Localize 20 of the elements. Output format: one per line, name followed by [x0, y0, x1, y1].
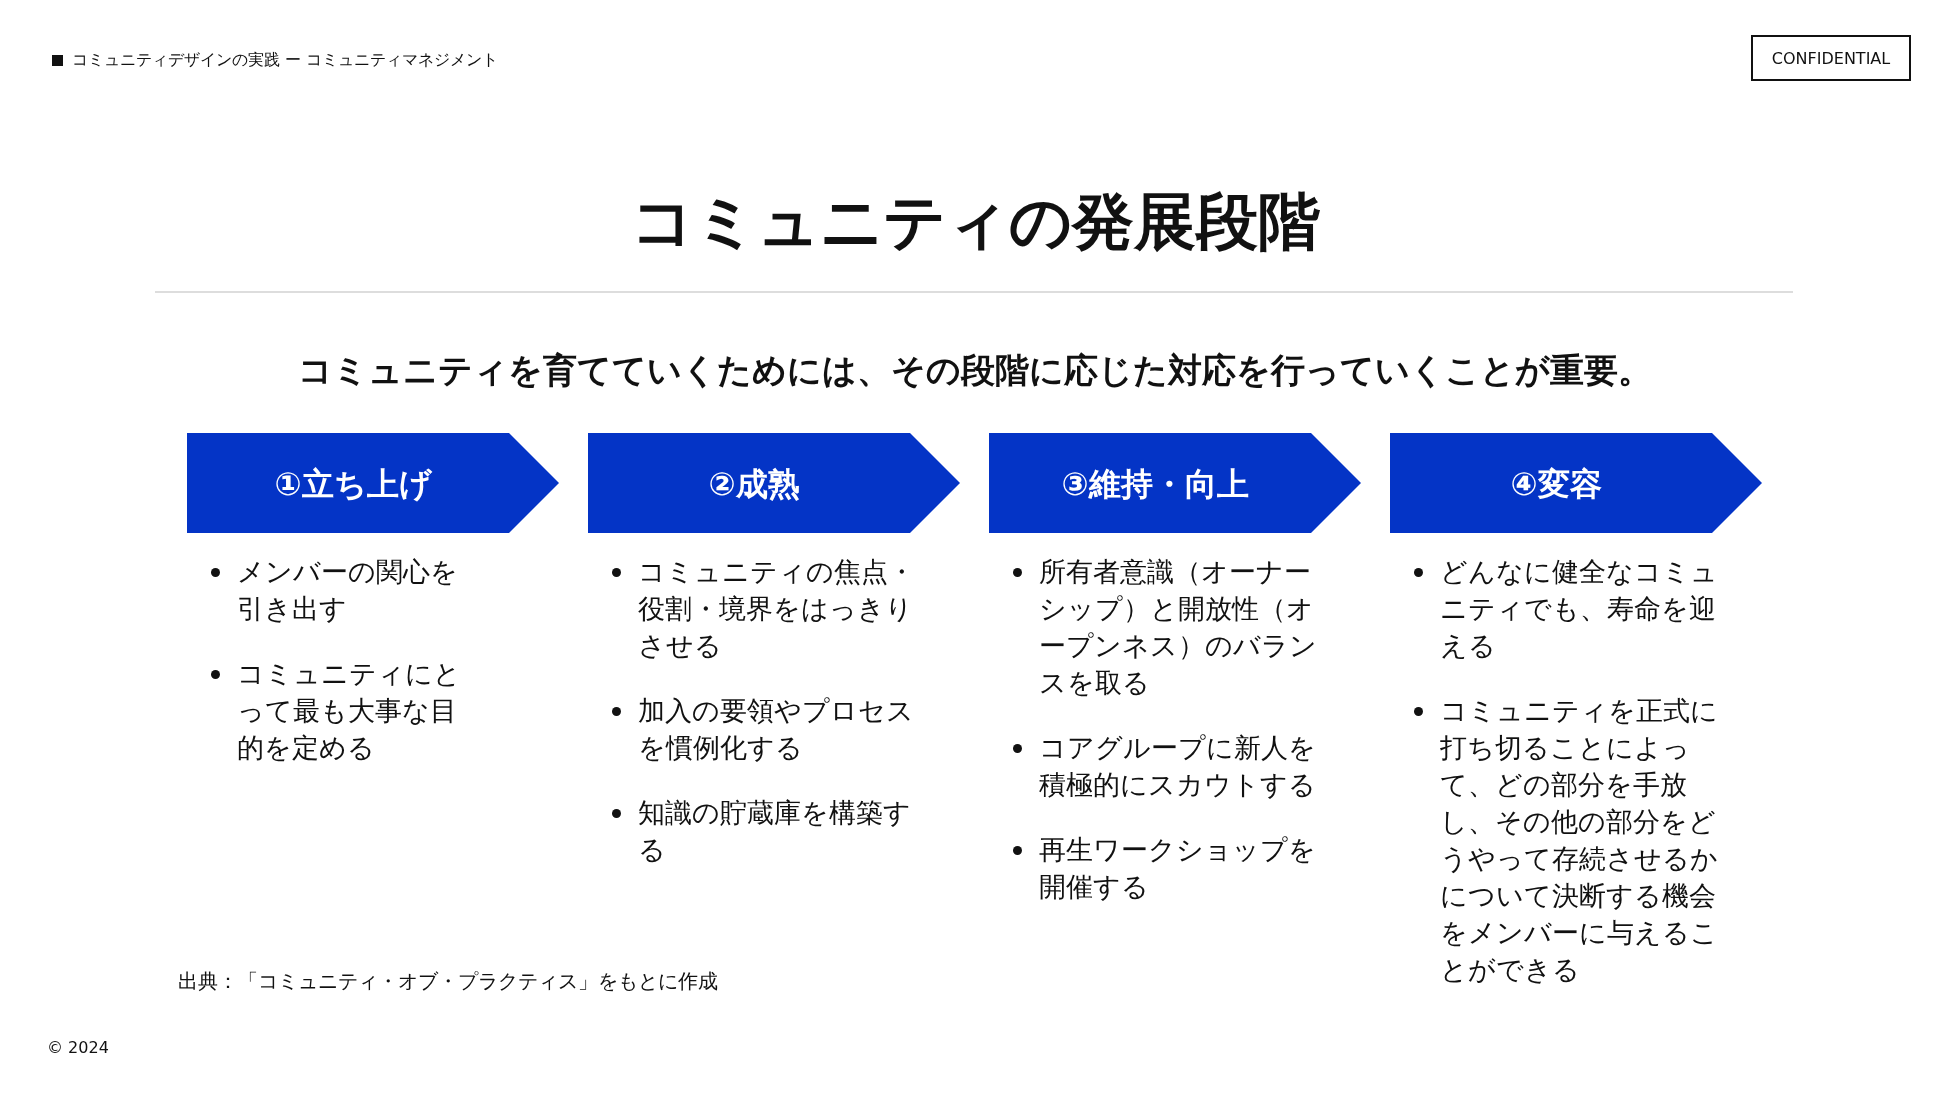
bullet-text: 再生ワークショップを開催する [1039, 834, 1316, 902]
stage-label: ③維持・向上 [1060, 464, 1250, 505]
bullet-text: コアグループに新人を積極的にスカウトする [1039, 732, 1316, 800]
bullet-text: メンバーの関心を引き出す [237, 556, 458, 624]
stage-label: ②成熟 [707, 464, 801, 505]
bullet-text: コミュニティを正式に打ち切ることによって、どの部分を手放し、その他の部分をどうやって存続させるかについて決断する機会をメンバーに与えることができる [1440, 695, 1718, 985]
bullet-text: コミュニティの焦点・役割・境界をはっきりさせる [638, 556, 915, 661]
source-note: 出典：「コミュニティ・オブ・プラクティス」をもとに作成 [178, 968, 718, 995]
bullet-text: どんなに健全なコミュニティでも、寿命を迎える [1440, 556, 1718, 661]
stage-label: ①立ち上げ [273, 464, 433, 505]
subtitle-text: コミュニティを育てていくためには、その段階に応じた対応を行っていくことが重要。 [297, 349, 1653, 392]
copyright-text: © 2024 [47, 1038, 109, 1057]
title-text: コミュニティの発展段階 [629, 184, 1321, 260]
bullet-text: 加入の要領やプロセスを慣例化する [638, 695, 914, 763]
breadcrumb-text: コミュニティデザインの実践 ー コミュニティマネジメント [72, 50, 499, 71]
confidential-badge: CONFIDENTIAL [1751, 35, 1911, 81]
bullet-text: コミュニティにとって最も大事な目的を定める [237, 658, 461, 763]
bullet-text: 所有者意識（オーナーシップ）と開放性（オープンネス）のバランスを取る [1039, 556, 1317, 698]
stage-label: ④変容 [1509, 464, 1603, 505]
bullet-text: 知識の貯蔵庫を構築する [638, 797, 911, 865]
